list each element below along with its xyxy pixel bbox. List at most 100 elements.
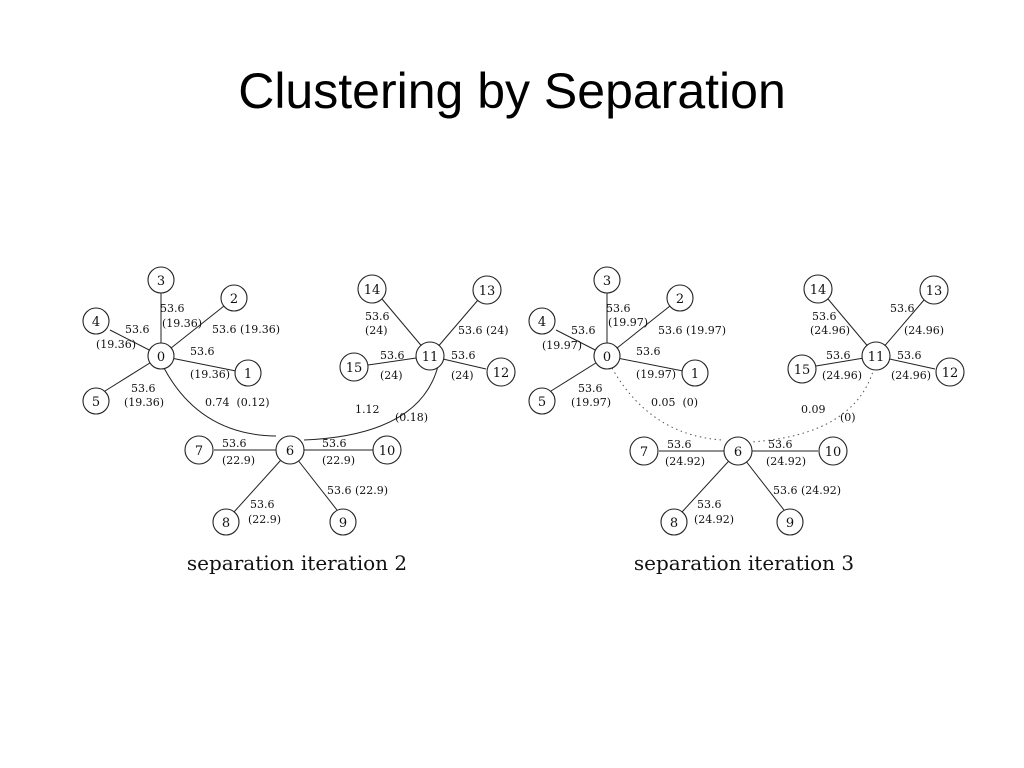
edge-label-0-6: 0.05 (0)	[651, 396, 698, 409]
node-4: 4	[528, 307, 556, 335]
node-label: 8	[670, 516, 678, 531]
node-13: 13	[472, 275, 502, 305]
node-4: 4	[82, 307, 110, 335]
node-12: 12	[935, 357, 965, 387]
node-label: 5	[92, 395, 100, 410]
edge-label-11-14: 53.6	[365, 310, 390, 323]
node-label: 9	[786, 516, 794, 531]
edge-label-11-6: 0.09	[801, 403, 826, 416]
node-7: 7	[184, 435, 214, 465]
edge-label-6-10: 53.6	[322, 437, 347, 450]
panel-caption: separation iteration 3	[634, 551, 854, 575]
edge-label-0-4: 53.6	[571, 324, 596, 337]
edge-label-11-15: 53.6	[826, 349, 851, 362]
node-label: 7	[195, 444, 203, 459]
node-12: 12	[486, 357, 516, 387]
edge-label-11-12: 53.6	[451, 349, 476, 362]
edge-label-6-7: 53.6	[222, 437, 247, 450]
edge-label-11-15: (24.96)	[822, 369, 862, 382]
node-11: 11	[861, 341, 891, 371]
node-label: 14	[364, 283, 381, 298]
node-1: 1	[234, 359, 262, 387]
edge-label-11-15: (24)	[380, 369, 403, 382]
edge-label-6-7: (22.9)	[222, 454, 255, 467]
edge-label-0-1: (19.97)	[636, 368, 676, 381]
edge-label-11-13: 53.6	[890, 302, 915, 315]
edge-label-6-8: (24.92)	[694, 513, 734, 526]
node-5: 5	[528, 387, 556, 415]
edge-label-6-7: 53.6	[667, 438, 692, 451]
edge-label-0-3: 53.6	[160, 302, 185, 315]
edge-label-11-12: (24)	[451, 369, 474, 382]
node-label: 13	[479, 284, 496, 299]
node-10: 10	[818, 436, 848, 466]
node-9: 9	[329, 508, 357, 536]
edge-label-6-10: 53.6	[768, 438, 793, 451]
edge-label-0-5: 53.6	[131, 382, 156, 395]
node-1: 1	[681, 359, 709, 387]
node-label: 14	[810, 283, 827, 298]
edge-label-0-3: (19.97)	[608, 316, 648, 329]
edge-label-11-12: (24.96)	[891, 369, 931, 382]
node-label: 6	[286, 444, 294, 459]
node-label: 10	[825, 445, 842, 460]
panel-iteration-3: 0 1 2 3 4 5 6 7 8 9 10 11 12 13 14 15 53…	[528, 266, 965, 575]
edge-label-6-8: 53.6	[250, 498, 275, 511]
edge-11-6	[750, 367, 875, 443]
node-label: 5	[538, 395, 546, 410]
edge-label-0-4: 53.6	[125, 323, 150, 336]
node-label: 15	[346, 361, 363, 376]
node-label: 15	[794, 363, 811, 378]
node-6: 6	[275, 435, 305, 465]
node-label: 4	[92, 315, 100, 330]
edge-label-11-15: 53.6	[380, 349, 405, 362]
edge-label-11-14: 53.6	[812, 310, 837, 323]
node-label: 6	[734, 445, 742, 460]
node-8: 8	[212, 508, 240, 536]
node-label: 12	[493, 366, 510, 381]
node-label: 3	[603, 274, 611, 289]
node-14: 14	[803, 274, 833, 304]
node-label: 3	[157, 274, 165, 289]
node-15: 15	[339, 352, 369, 382]
edge-label-0-2: 53.6 (19.97)	[658, 324, 726, 337]
edge-label-0-4: (19.97)	[542, 339, 582, 352]
edge-label-0-1: (19.36)	[190, 368, 230, 381]
edge-0-6	[611, 367, 723, 441]
node-label: 4	[538, 315, 546, 330]
node-label: 1	[691, 367, 699, 382]
node-label: 1	[244, 367, 252, 382]
edge-label-0-2: 53.6 (19.36)	[212, 323, 280, 336]
edge-label-0-3: (19.36)	[162, 317, 202, 330]
slide-title: Clustering by Separation	[238, 63, 786, 119]
node-label: 0	[157, 350, 165, 365]
node-8: 8	[660, 508, 688, 536]
edge-label-6-9: 53.6 (24.92)	[773, 484, 841, 497]
edge-label-11-13: (24.96)	[904, 324, 944, 337]
edge-label-0-6: 0.74 (0.12)	[205, 396, 270, 409]
edge-label-6-8: 53.6	[697, 498, 722, 511]
edge-label-0-1: 53.6	[636, 345, 661, 358]
panel-iteration-2: 0 1 2 3 4 5 6 7 8 9 10 11 12 13 14 15 53…	[82, 266, 516, 575]
edge-label-0-4: (19.36)	[96, 338, 136, 351]
node-label: 7	[640, 445, 648, 460]
node-13: 13	[919, 275, 949, 305]
edge-label-0-1: 53.6	[190, 345, 215, 358]
node-label: 11	[422, 350, 439, 365]
node-3: 3	[147, 266, 175, 294]
node-label: 10	[379, 444, 396, 459]
edge-label-0-5: (19.36)	[124, 396, 164, 409]
edge-label-11-13: 53.6 (24)	[458, 324, 509, 337]
node-9: 9	[776, 508, 804, 536]
edge-label-6-10: (22.9)	[322, 454, 355, 467]
node-label: 12	[942, 366, 959, 381]
node-label: 13	[926, 284, 943, 299]
node-6: 6	[723, 436, 753, 466]
edge-label-6-8: (22.9)	[248, 513, 281, 526]
node-label: 11	[868, 350, 885, 365]
node-2: 2	[666, 284, 694, 312]
edge-label-11-6: (0)	[840, 411, 856, 424]
node-3: 3	[593, 266, 621, 294]
edge-label-6-7: (24.92)	[665, 455, 705, 468]
node-label: 2	[230, 292, 238, 307]
